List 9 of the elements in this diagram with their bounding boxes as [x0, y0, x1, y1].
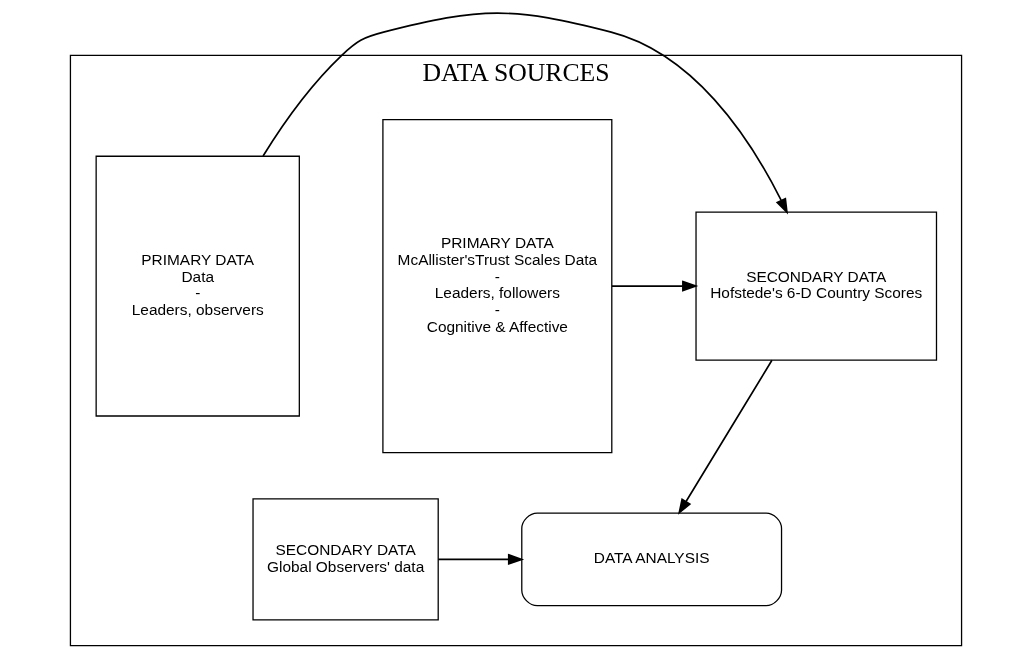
node-box: SECONDARY DATA Global Observers' data: [251, 498, 439, 621]
arrow: [261, 12, 788, 215]
arrow: [436, 553, 524, 566]
arrow: [677, 359, 773, 515]
node-box: SECONDARY DATA Hofstede's 6-D Country Scores: [694, 211, 937, 361]
node-box: PRIMARY DATA McAllister'sTrust Scales Data - Leaders, followers - Cognitive & Affective: [381, 118, 612, 454]
node-box: PRIMARY DATA Data - Leaders, observers: [95, 155, 300, 417]
arrow: [610, 280, 698, 292]
node-box: DATA ANALYSIS: [520, 512, 782, 607]
